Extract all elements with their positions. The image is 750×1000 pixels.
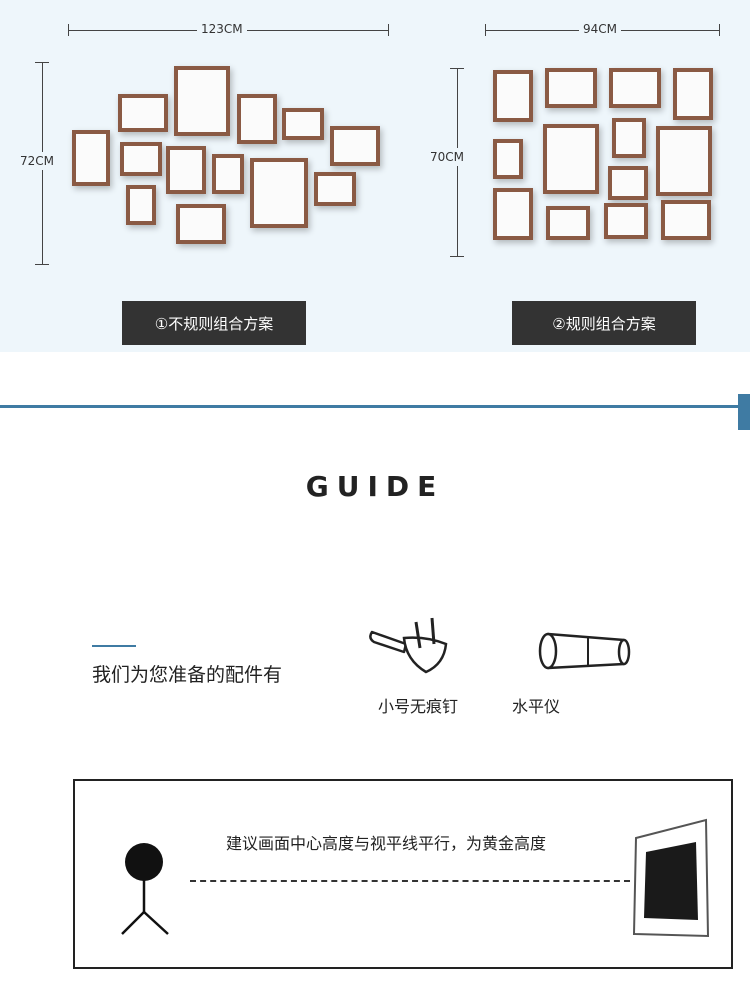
photo-frame (661, 200, 711, 240)
photo-frame (237, 94, 277, 144)
art-leaf (660, 130, 708, 192)
width-label-irregular: 123CM (197, 22, 247, 36)
person-icon (112, 840, 182, 940)
section-divider-cap (738, 394, 750, 430)
photo-frame (612, 118, 646, 158)
guide-title: GUIDE (305, 470, 445, 503)
irregular-layout-caption: ①不规则组合方案 (122, 301, 306, 345)
art-lavender (122, 98, 164, 128)
art-lavender (613, 72, 657, 104)
height-tick-bottom (35, 264, 49, 265)
art-yellow-leaf (170, 150, 202, 190)
accessory-label-level: 水平仪 (512, 697, 561, 716)
art-fern (547, 128, 595, 190)
art-text (616, 122, 642, 154)
photo-frame (176, 204, 226, 244)
width-tick-right (719, 24, 720, 36)
art-text (216, 158, 240, 190)
photo-frame (126, 185, 156, 225)
height-label-regular: 70CM (430, 148, 465, 166)
width-tick-left (485, 24, 486, 36)
eye-level-line (190, 880, 630, 882)
height-label-irregular: 72CM (20, 152, 55, 170)
art-love (549, 72, 593, 104)
art-cactus (497, 143, 519, 175)
nail-icon (366, 614, 456, 684)
photo-frame (673, 68, 713, 120)
art-sprouts (608, 207, 644, 235)
accessory-label-nail: 小号无痕钉 (378, 697, 459, 716)
photo-frame (250, 158, 308, 228)
accessories-title: 我们为您准备的配件有 (92, 664, 283, 686)
product-banner: 123CM 72CM 94CM 70CM ①不规则组合方案 ②规则组合方案 (0, 0, 750, 352)
photo-frame (282, 108, 324, 140)
art-sprouts (318, 176, 352, 202)
photo-frame (72, 130, 110, 186)
photo-frame (608, 166, 648, 200)
photo-frame (493, 139, 523, 179)
art-cactus (130, 189, 152, 221)
photo-frame (656, 126, 712, 196)
width-tick-right (388, 24, 389, 36)
section-divider (0, 405, 738, 408)
art-cloud (76, 134, 106, 182)
width-label-regular: 94CM (579, 22, 622, 36)
accessories-accent-line (92, 645, 136, 647)
photo-frame (212, 154, 244, 194)
art-love (180, 208, 222, 240)
height-tick-bottom (450, 256, 464, 257)
art-leaves-round (550, 210, 586, 236)
height-tip-text: 建议画面中心高度与视平线平行，为黄金高度 (226, 834, 547, 853)
art-cloud (497, 74, 529, 118)
art-leaf (178, 70, 226, 132)
photo-frame (543, 124, 599, 194)
height-tip-box (73, 779, 733, 969)
art-yellow-leaf (497, 192, 529, 236)
art-tree (677, 72, 709, 116)
art-fern (254, 162, 304, 224)
photo-frame (166, 146, 206, 194)
photo-frame (120, 142, 162, 176)
photo-frame (118, 94, 168, 132)
width-tick-left (68, 24, 69, 36)
picture-frame-icon (626, 816, 714, 940)
photo-frame (314, 172, 356, 206)
height-tick-top (35, 62, 49, 63)
art-tree (241, 98, 273, 140)
photo-frame (604, 203, 648, 239)
height-tick-top (450, 68, 464, 69)
art-mountains (665, 204, 707, 236)
art-leaves-round (124, 146, 158, 172)
art-sprout (286, 112, 320, 136)
photo-frame (546, 206, 590, 240)
photo-frame (330, 126, 380, 166)
photo-frame (545, 68, 597, 108)
photo-frame (493, 188, 533, 240)
art-mountains (334, 130, 376, 162)
art-sprout (612, 170, 644, 196)
photo-frame (174, 66, 230, 136)
regular-layout-caption: ②规则组合方案 (512, 301, 696, 345)
level-icon (536, 628, 636, 672)
photo-frame (609, 68, 661, 108)
photo-frame (493, 70, 533, 122)
